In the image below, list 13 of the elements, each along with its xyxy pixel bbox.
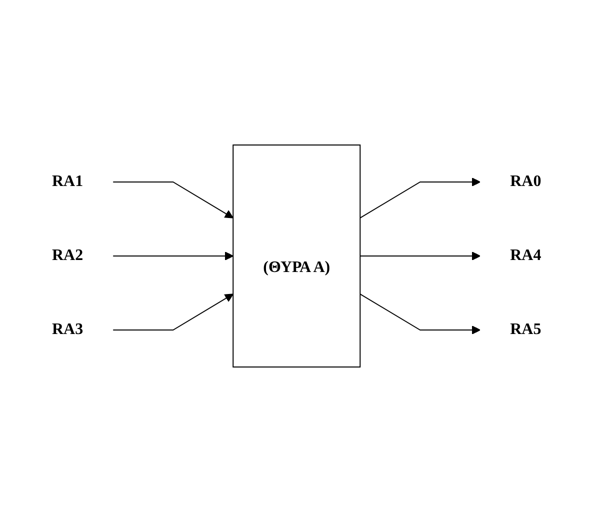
node-text: RA0 <box>510 173 542 190</box>
arrow <box>112 182 234 218</box>
node-text: RA5 <box>510 321 542 338</box>
node-text: RA2 <box>52 247 83 264</box>
arrow <box>112 294 234 330</box>
arrow <box>360 178 480 218</box>
node-text: RA4 <box>510 247 542 264</box>
arrow <box>360 294 480 334</box>
node-box: (ΘΥΡΑ Α) <box>232 144 360 368</box>
node-text: RA3 <box>52 321 83 338</box>
node-text: RA1 <box>52 173 83 190</box>
arrow <box>112 252 234 260</box>
arrow <box>360 252 480 260</box>
